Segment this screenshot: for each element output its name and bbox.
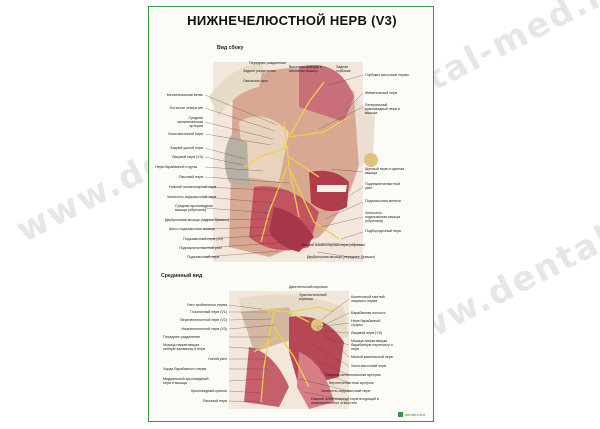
label-inferior-alveolar-cut: Нижний альвеолярный нерв (обрезан) bbox=[301, 243, 366, 247]
label-mylohyoid-muscle: Челюстно-подъязычная мышца (обрезана) bbox=[365, 211, 401, 223]
label-tensor-veli-palatini: Мышца напрягающая небную занавеску и нер… bbox=[163, 343, 206, 351]
label-facial-nerve: Лицевой нерв (VII) bbox=[172, 155, 203, 159]
label-medial-pterygoid-medial: Медиальный крыловидный нерв и мышца bbox=[163, 377, 209, 385]
label-chorda-tympani-right: Нерв барабанной струны bbox=[351, 319, 381, 327]
label-submandibular-ganglion-right: Поднижнечелюстной узел bbox=[365, 182, 400, 190]
label-inferior-alveolar-entering: Нижний альвеолярный нерв входящий в нижн… bbox=[311, 397, 379, 405]
label-middle-meningeal-medial: Средняя менингеальная артерия bbox=[325, 373, 381, 377]
side-view-drawing bbox=[209, 62, 378, 262]
label-chorda-tympani-medial: Хорда барабанного нерва bbox=[163, 367, 207, 371]
anatomy-illustration bbox=[204, 62, 378, 409]
logo-text: dental-med bbox=[404, 412, 425, 417]
label-sensory-root: Чувствительный корешок bbox=[299, 293, 327, 301]
side-view-title: Вид сбоку bbox=[217, 45, 244, 51]
label-maxillary-artery: Верхнечелюстная артерия bbox=[329, 381, 374, 385]
label-medial-pterygoid: Средняя крыловидная мышца (обрезана) bbox=[175, 204, 213, 212]
label-lingual-nerve: Язычный нерв bbox=[179, 175, 204, 179]
leader-lines-top bbox=[204, 74, 364, 260]
label-facial-nerve-medial: Лицевой нерв (VII) bbox=[351, 331, 382, 335]
label-deep-temporal-nerves: Глубокие височные нервы bbox=[365, 73, 409, 77]
label-deep-posterior: Задние глубокие bbox=[336, 65, 351, 73]
label-hypoglossal-nerve: Подъязычный нерв (XII) bbox=[183, 237, 224, 241]
label-otic-ganglion: Ушной узел bbox=[207, 357, 227, 361]
poster-title: НИЖНЕЧЕЛЮСТНОЙ НЕРВ (V3) bbox=[187, 13, 397, 28]
label-motor-root: Двигательный корешок bbox=[289, 285, 328, 289]
logo-icon bbox=[397, 412, 403, 417]
label-submandibular-ganglion: Поднижнечелюстной узел bbox=[179, 246, 223, 250]
label-mental-nerve: Подбородочный нерв bbox=[365, 229, 401, 233]
label-chorda-tympani: Нерв барабанной струны bbox=[155, 165, 198, 169]
label-anterior-division: Переднее разделение bbox=[249, 61, 287, 65]
label-mylohyoid-nerve: Челюстно-подъязычный нерв bbox=[167, 195, 217, 199]
label-tensor-tympani: Мышца напрягающая барабанную перепонку и… bbox=[351, 339, 393, 351]
label-mandibular-nerve: Нижнечелюстной нерв (V3) bbox=[181, 327, 227, 331]
label-sublingual-gland: Подъязычная железа bbox=[365, 199, 401, 203]
label-auriculotemporal-nerve: Ушно-височный нерв bbox=[167, 132, 203, 136]
label-tympanic-cavity: Барабанная полость bbox=[351, 311, 386, 315]
publisher-logo: dental-med bbox=[397, 412, 425, 417]
label-lateral-pterygoid: Латеральный крыловидный нерв и мышца bbox=[365, 103, 400, 115]
label-mylohyoid-medial: Челюстно-подъязычный нерв bbox=[321, 389, 371, 393]
label-foramen-spinosum: Остистое отверстие bbox=[169, 106, 203, 110]
label-anterior-division-medial: Переднее разделение bbox=[163, 335, 201, 339]
label-foramen-ovale: Овальное окно bbox=[243, 79, 269, 83]
label-meningeal-branch: Менингеальная ветвь bbox=[166, 93, 203, 97]
label-sublingual-nerve: Подъязычный нерв bbox=[187, 255, 220, 259]
label-inferior-alveolar-nerve: Нижний альвеолярный нерв bbox=[169, 185, 217, 189]
label-posterior-auricular-nerve: Задний ушной нерв bbox=[170, 146, 203, 150]
leader-lines-bottom bbox=[228, 298, 350, 403]
label-trigeminal-ganglion: Узел тройничного нерва bbox=[186, 303, 227, 307]
label-stylohyoid: Шило-подъязычная мышца bbox=[169, 227, 215, 231]
label-buccal-nerve: Щечный нерв и щечная мышца bbox=[365, 167, 405, 175]
medial-view-title: Срединный вид bbox=[161, 273, 203, 279]
label-digastric-posterior: Двубрюшная мышца (заднее брюшко) bbox=[165, 218, 230, 222]
label-pterygoid-hamulus: Крыловидный крючок bbox=[190, 389, 227, 393]
label-auriculotemporal-medial: Ушно-височный нерв bbox=[351, 364, 387, 368]
poster: НИЖНЕЧЕЛЮСТНОЙ НЕРВ (V3) Вид сбоку Среди… bbox=[148, 6, 434, 422]
label-maxillary-nerve: Верхнечелюстной нерв (V2) bbox=[180, 318, 227, 322]
label-lingual-nerve-medial: Язычный нерв bbox=[202, 399, 227, 403]
label-masseteric-nerve: Жевательный нерв bbox=[365, 91, 397, 95]
label-geniculate-ganglion: Коленчатый ганглий лицевого нерва bbox=[351, 295, 385, 303]
label-temporal-fascia: Височная фасция и височная мышца bbox=[289, 65, 322, 73]
label-ophthalmic-nerve: Глазничный нерв (V1) bbox=[190, 310, 227, 314]
label-lesser-petrosal: Малый каменистый нерв bbox=[351, 355, 393, 359]
label-middle-meningeal-artery: Средняя менингеальная артерия bbox=[177, 116, 203, 128]
label-digastric-anterior: Двубрюшная мышца (переднее брюшко) bbox=[307, 255, 376, 259]
medial-view-drawing bbox=[229, 291, 349, 409]
label-posterior-division: Заднее разделение bbox=[243, 69, 276, 73]
